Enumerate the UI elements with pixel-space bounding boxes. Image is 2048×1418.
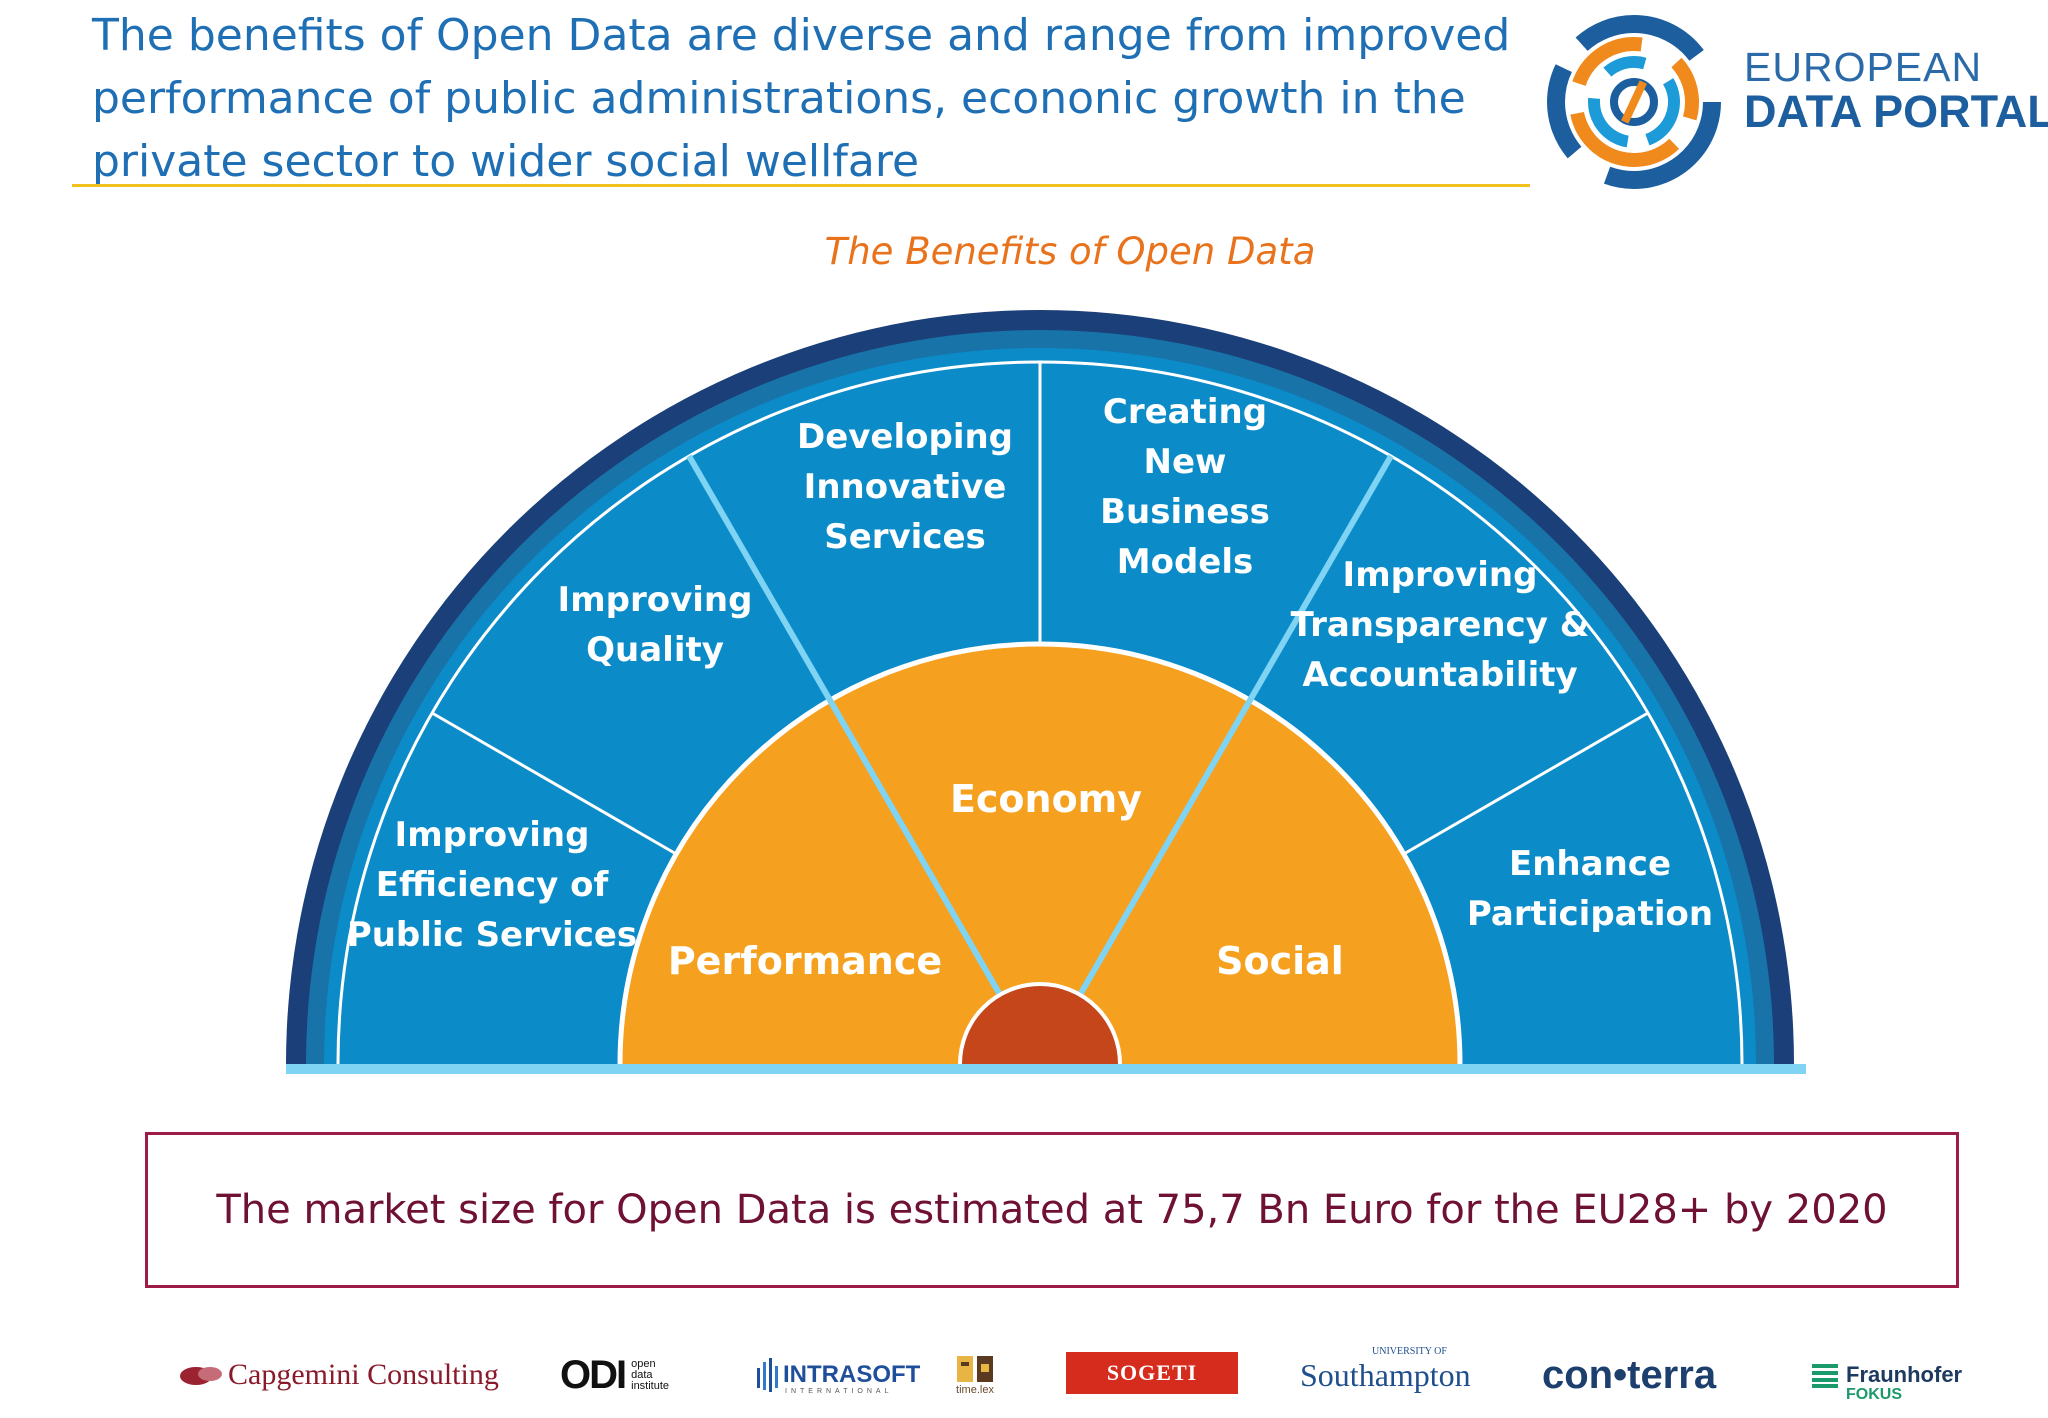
- timelex-text: time.lex: [956, 1384, 994, 1396]
- odi-logo: ODI open data institute: [560, 1340, 669, 1410]
- intrasoft-text: INTRASOFT: [783, 1361, 921, 1388]
- fraunhofer-logo: Fraunhofer FOKUS: [1812, 1340, 1962, 1410]
- southampton-text: Southampton: [1300, 1356, 1471, 1393]
- logo-wordmark: EUROPEAN DATA PORTAL: [1744, 46, 2048, 136]
- headline-line-2: performance of public administrations, e…: [92, 73, 1466, 124]
- odi-caption: open data institute: [631, 1357, 670, 1392]
- market-size-box: The market size for Open Data is estimat…: [145, 1132, 1959, 1288]
- southampton-logo: UNIVERSITY OF Southampton: [1300, 1340, 1471, 1410]
- logo-line-1: EUROPEAN: [1744, 44, 1983, 90]
- sogeti-logo: SOGETI: [1066, 1352, 1238, 1394]
- market-size-text: The market size for Open Data is estimat…: [216, 1187, 1888, 1233]
- core-divider-left: [686, 454, 1003, 997]
- segment-label-2-line-1: Improving: [558, 580, 753, 620]
- capgemini-logo: Capgemini Consulting: [180, 1340, 499, 1410]
- odi-caption-1: open: [631, 1357, 656, 1370]
- odi-caption-3: institute: [631, 1379, 670, 1392]
- segment-label-4-line-3: Business: [1100, 492, 1270, 532]
- capgemini-text: Capgemini Consulting: [228, 1358, 499, 1391]
- header-divider: [72, 184, 1530, 187]
- core-label-performance: Performance: [668, 939, 942, 983]
- headline-line-1: The benefits of Open Data are diverse an…: [92, 10, 1511, 61]
- capgemini-spade-icon: [180, 1367, 222, 1385]
- timelex-logo: time.lex: [955, 1340, 995, 1410]
- segment-label-1-line-1: Improving: [395, 815, 590, 855]
- core-semicircle: [620, 644, 1460, 1064]
- segment-label-4-line-1: Creating: [1103, 392, 1267, 432]
- segment-label-4-line-2: New: [1144, 442, 1227, 482]
- fraunhofer-mark-icon: [1812, 1364, 1838, 1388]
- hub-outline: [958, 982, 1122, 1065]
- logo-line-2: DATA PORTAL: [1744, 86, 2048, 137]
- core-label-economy: Economy: [950, 777, 1142, 821]
- segment-label-5-line-1: Improving: [1343, 555, 1538, 595]
- segment-divider-5: [1402, 711, 1649, 856]
- core-divider-right: [1077, 454, 1394, 997]
- segment-label-5-line-2: Transparency &: [1291, 605, 1590, 645]
- segment-label-6-line-1: Enhance: [1509, 844, 1671, 884]
- diagram-title: The Benefits of Open Data: [824, 230, 1316, 273]
- european-data-portal-logo: [1547, 15, 1721, 189]
- partner-logos: Capgemini Consulting ODI open data insti…: [0, 1340, 2048, 1410]
- segment-label-6-line-2: Participation: [1467, 894, 1713, 934]
- southampton-uni-text: UNIVERSITY OF: [1372, 1346, 1447, 1357]
- segment-label-1-line-2: Efficiency of: [376, 865, 610, 905]
- odi-mark: ODI: [560, 1352, 627, 1397]
- segment-label-5-line-3: Accountability: [1302, 655, 1577, 695]
- headline: The benefits of Open Data are diverse an…: [92, 4, 1532, 193]
- hub-semicircle: [960, 984, 1120, 1064]
- diagram-base-bar: [286, 1064, 1806, 1074]
- timelex-mark-icon: [957, 1356, 993, 1382]
- fraunhofer-text: Fraunhofer: [1846, 1362, 1963, 1387]
- fokus-text: FOKUS: [1846, 1386, 1902, 1403]
- segment-label-1-line-3: Public Services: [347, 915, 637, 955]
- segment-label-3-line-2: Innovative: [804, 467, 1007, 507]
- headline-line-3: private sector to wider social wellfare: [92, 136, 920, 187]
- segment-label-3-line-3: Services: [824, 517, 986, 557]
- segment-label-4-line-4: Models: [1117, 542, 1253, 582]
- conterra-text: con•terra: [1542, 1352, 1717, 1397]
- segment-label-2-line-2: Quality: [586, 630, 724, 670]
- segment-label-3-line-1: Developing: [797, 417, 1013, 457]
- intrasoft-bars-icon: [757, 1358, 778, 1392]
- intrasoft-logo: INTRASOFT INTERNATIONAL: [755, 1340, 920, 1410]
- sogeti-text: SOGETI: [1106, 1360, 1198, 1385]
- odi-caption-2: data: [631, 1368, 653, 1381]
- core-outline: [617, 641, 1463, 1065]
- intrasoft-subtext: INTERNATIONAL: [785, 1388, 893, 1395]
- segment-divider-1: [431, 711, 678, 856]
- conterra-logo: con•terra: [1542, 1340, 1716, 1410]
- core-label-social: Social: [1216, 939, 1344, 983]
